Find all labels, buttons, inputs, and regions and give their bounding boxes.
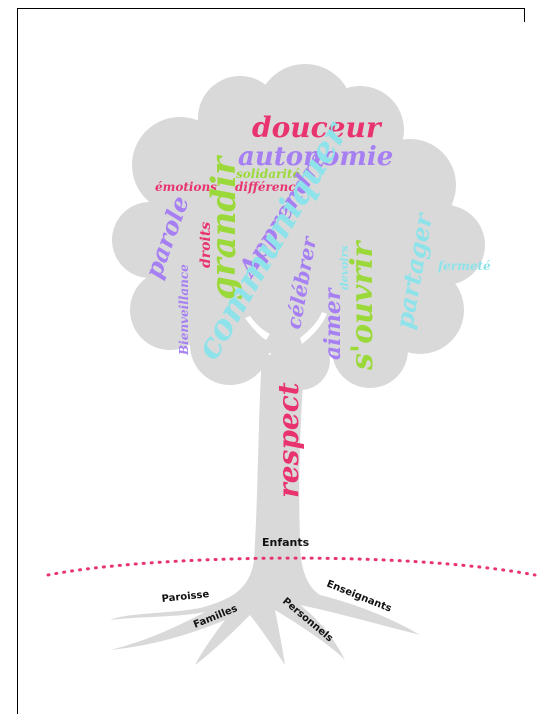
word-fermete: fermeté — [437, 259, 491, 273]
root-label-paroisse: Paroisse — [161, 589, 210, 605]
word-bienveillance: Bienveillance — [177, 264, 191, 356]
word-respect: respect — [272, 382, 305, 498]
word-aimer: aimer — [320, 287, 346, 360]
word-droits: droits — [198, 222, 214, 268]
root-label-enfants: Enfants — [262, 536, 310, 549]
word-s-ouvrir: s'ouvrir — [345, 239, 380, 371]
tree-trunk — [110, 355, 420, 665]
